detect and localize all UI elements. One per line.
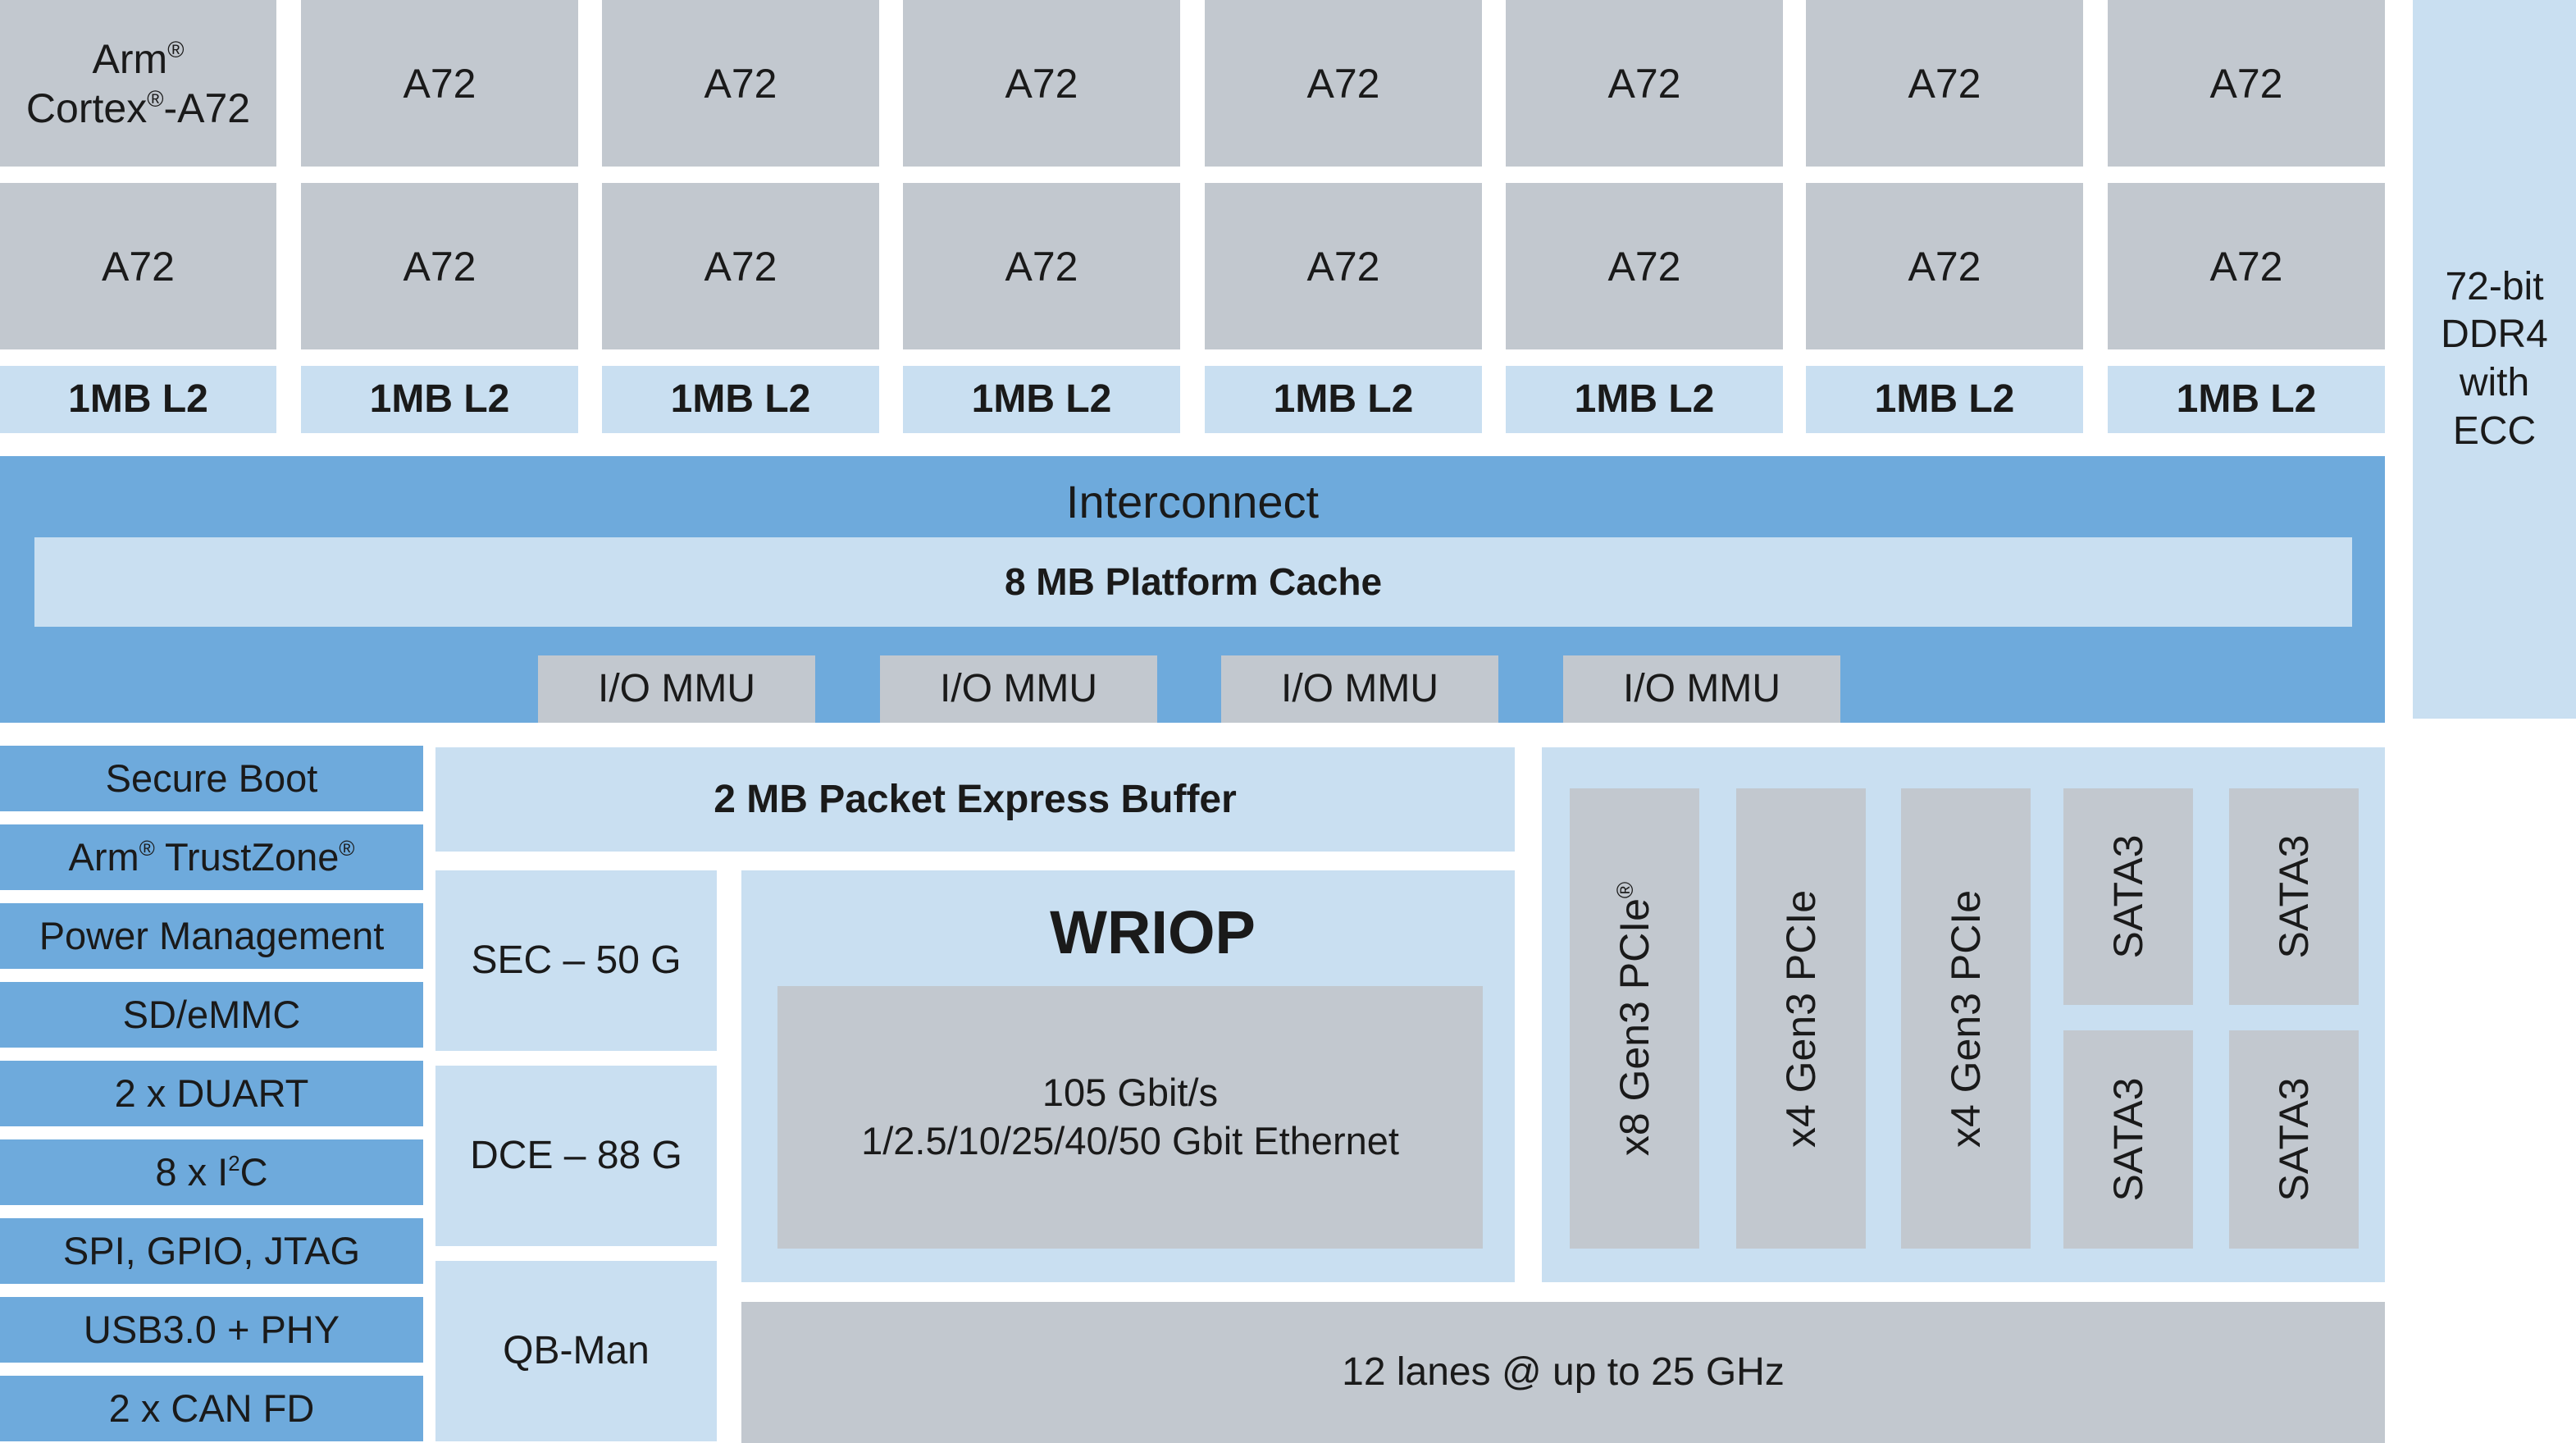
interconnect-title: Interconnect [1065,476,1320,527]
trustzone-label: Arm® TrustZone® [68,834,355,879]
core-block-13: A72 [1205,183,1482,349]
core-block-7: A72 [1806,0,2083,167]
l2-cache-1: 1MB L2 [0,366,276,433]
core-block-8: A72 [2108,0,2385,167]
ethernet-block: 105 Gbit/s 1/2.5/10/25/40/50 Gbit Ethern… [777,986,1483,1249]
ddr4-label: 72-bit DDR4 with ECC [2441,264,2548,453]
core-block-12: A72 [903,183,1180,349]
wriop-title: WRIOP [1050,898,1256,966]
can-fd: 2 x CAN FD [0,1376,423,1441]
core-block-1: Arm® Cortex®-A72 [0,0,276,167]
io-mmu-2: I/O MMU [880,655,1157,723]
core-block-15: A72 [1806,183,2083,349]
pcie-x4-2-label: x4 Gen3 PCIe [1943,889,1989,1148]
serdes-lanes: 12 lanes @ up to 25 GHz [741,1302,2385,1443]
power-management: Power Management [0,903,423,969]
io-mmu-4: I/O MMU [1563,655,1840,723]
i2c: 8 x I2C [0,1139,423,1205]
sd-emmc: SD/eMMC [0,982,423,1048]
sata3-1: SATA3 [2063,788,2193,1005]
core-label-cortex: Arm® Cortex®-A72 [25,35,251,131]
secure-boot: Secure Boot [0,746,423,811]
arm-trustzone: Arm® TrustZone® [0,824,423,890]
sata3-1-label: SATA3 [2105,834,2151,959]
l2-cache-2: 1MB L2 [301,366,578,433]
usb3-phy: USB3.0 + PHY [0,1297,423,1363]
core-block-10: A72 [301,183,578,349]
core-block-2: A72 [301,0,578,167]
core-block-6: A72 [1506,0,1783,167]
platform-cache: 8 MB Platform Cache [34,537,2352,627]
sata3-2: SATA3 [2229,788,2359,1005]
io-mmu-3: I/O MMU [1221,655,1498,723]
sata3-3-label: SATA3 [2105,1077,2151,1202]
pcie-x4-1: x4 Gen3 PCIe [1736,788,1866,1249]
sec-accelerator: SEC – 50 G [435,870,717,1051]
core-block-9: A72 [0,183,276,349]
pcie-x8-label: x8 Gen3 PCIe® [1612,881,1657,1156]
sata3-2-label: SATA3 [2271,834,2317,959]
core-block-3: A72 [602,0,879,167]
ddr4-controller: 72-bit DDR4 with ECC [2413,0,2576,719]
l2-cache-3: 1MB L2 [602,366,879,433]
l2-cache-7: 1MB L2 [1806,366,2083,433]
pcie-x4-1-label: x4 Gen3 PCIe [1778,889,1824,1148]
l2-cache-6: 1MB L2 [1506,366,1783,433]
duart: 2 x DUART [0,1061,423,1126]
core-block-4: A72 [903,0,1180,167]
core-block-5: A72 [1205,0,1482,167]
dce-accelerator: DCE – 88 G [435,1066,717,1246]
sata3-3: SATA3 [2063,1030,2193,1249]
i2c-label: 8 x I2C [155,1149,268,1194]
pcie-x8: x8 Gen3 PCIe® [1570,788,1699,1249]
sata3-4-label: SATA3 [2271,1077,2317,1202]
pcie-x4-2: x4 Gen3 PCIe [1901,788,2031,1249]
io-mmu-1: I/O MMU [538,655,815,723]
core-block-14: A72 [1506,183,1783,349]
core-block-11: A72 [602,183,879,349]
core-block-16: A72 [2108,183,2385,349]
sata3-4: SATA3 [2229,1030,2359,1249]
l2-cache-8: 1MB L2 [2108,366,2385,433]
qb-manager: QB-Man [435,1261,717,1441]
spi-gpio-jtag: SPI, GPIO, JTAG [0,1218,423,1284]
packet-express-buffer: 2 MB Packet Express Buffer [435,747,1515,852]
l2-cache-5: 1MB L2 [1205,366,1482,433]
ethernet-label: 105 Gbit/s 1/2.5/10/25/40/50 Gbit Ethern… [861,1071,1399,1162]
l2-cache-4: 1MB L2 [903,366,1180,433]
